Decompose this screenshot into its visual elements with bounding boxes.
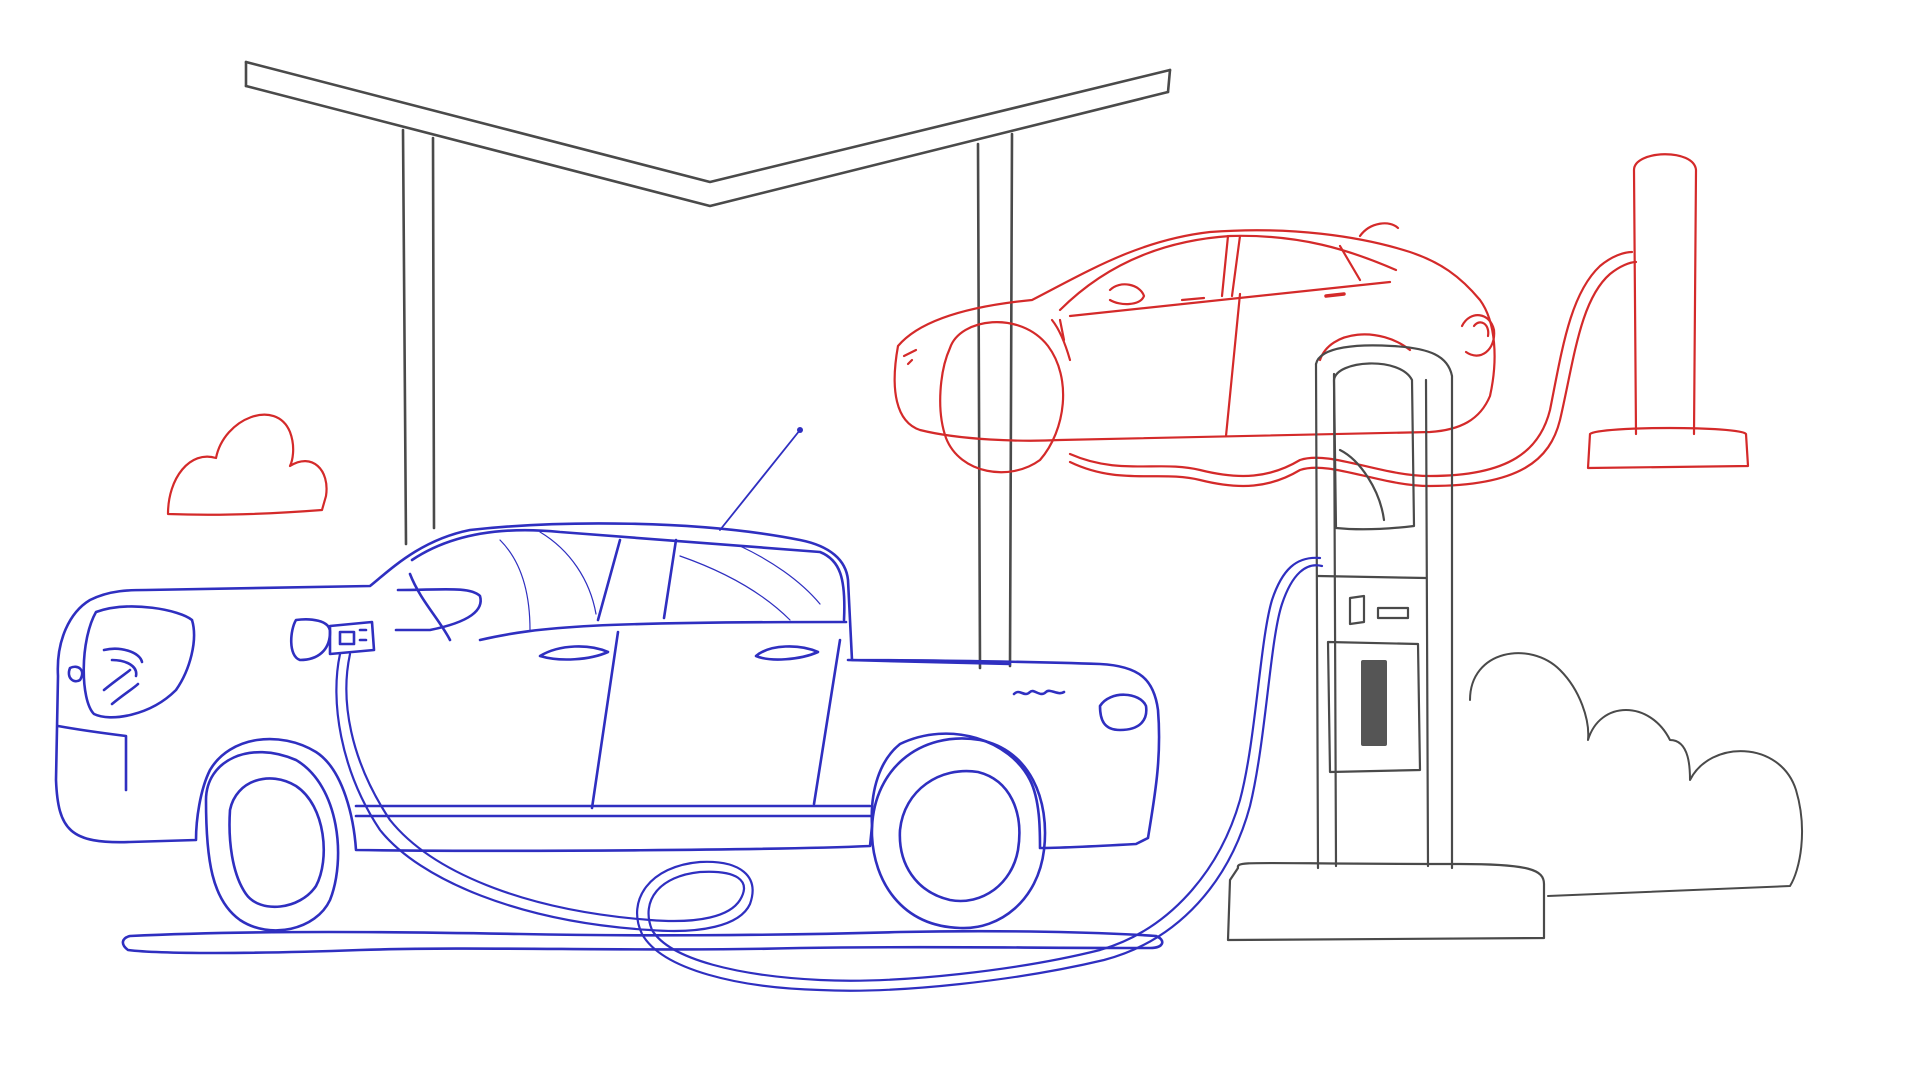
front-wheel	[204, 750, 340, 932]
charging-kiosk	[1226, 344, 1546, 942]
electric-pickup-truck	[54, 429, 1164, 955]
cloud-right	[1469, 652, 1804, 897]
antenna-tip	[797, 427, 803, 433]
cloud-left	[166, 413, 328, 516]
charging-cable	[335, 556, 1324, 992]
electric-sedan	[893, 153, 1750, 488]
charging-station-canopy	[244, 60, 1172, 670]
pillar-charger	[1632, 153, 1698, 436]
rear-wheel	[870, 737, 1047, 930]
kiosk-screen	[1361, 660, 1387, 746]
